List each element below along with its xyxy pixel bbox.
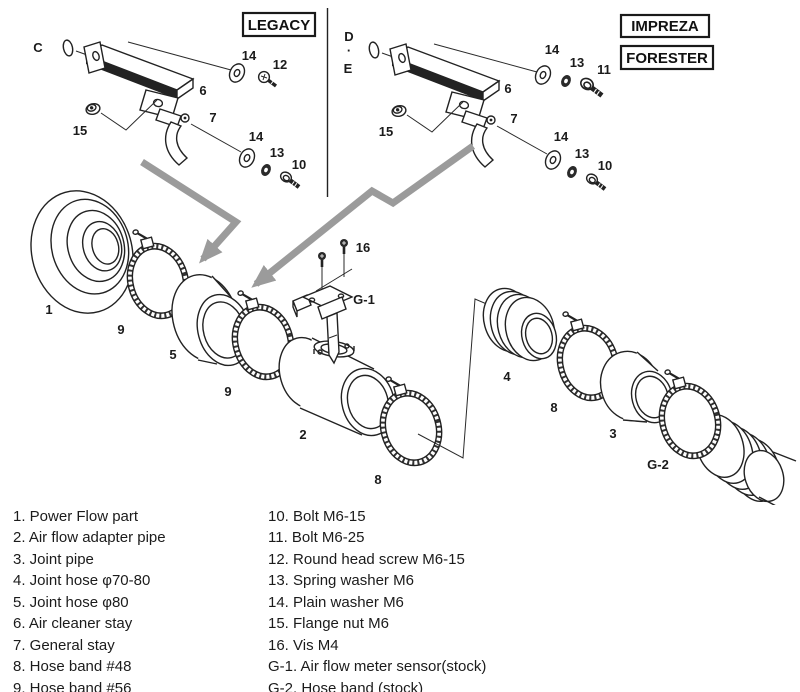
parts-list-item: 10. Bolt M6-15	[268, 508, 366, 525]
part-callout-2: 2	[299, 427, 306, 442]
part-callout-9: 9	[224, 384, 231, 399]
part-callout-14: 14	[249, 129, 264, 144]
parts-list-item: 7. General stay	[13, 636, 115, 654]
vis-screw-16	[316, 250, 328, 269]
part-callout-·: ·	[347, 43, 351, 58]
parts-list-item: 1. Power Flow part	[13, 508, 139, 525]
parts-list-item: 13. Spring washer M6	[268, 572, 414, 590]
parts-list-left-column: 1. Power Flow part 2. Air flow adapter pi…	[13, 506, 166, 692]
spring-washer-13	[559, 73, 573, 89]
parts-list-item: 9. Hose band #56	[13, 679, 132, 692]
part-callout-8: 8	[374, 472, 381, 487]
part-callout-G-1: G-1	[353, 292, 375, 307]
part-callout-15: 15	[379, 124, 393, 139]
part-callout-16: 16	[356, 240, 370, 255]
vis-screw-16	[338, 237, 350, 256]
part-callout-8: 8	[550, 400, 557, 415]
parts-list-item: 5. Joint hose φ80	[13, 593, 129, 611]
callout-layer: C 14 12 6 15 7 14 13 10 D· E 14 13 11 6 15 7 14 13 10 1 9 5 9 2 1…	[33, 29, 669, 487]
parts-list-item: 2. Air flow adapter pipe	[13, 529, 166, 547]
legacy-label: LEGACY	[248, 17, 311, 34]
part-callout-14: 14	[242, 48, 257, 63]
parts-list-item: 12. Round head screw M6-15	[268, 550, 465, 568]
parts-list-item: 11. Bolt M6-25	[268, 529, 365, 547]
air-flow-meter-sensor-g1	[292, 237, 354, 365]
impreza-label: IMPREZA	[631, 18, 699, 35]
part-callout-11: 11	[597, 62, 611, 77]
part-callout-7: 7	[209, 110, 216, 125]
parts-list-item: 6. Air cleaner stay	[13, 615, 133, 633]
part-callout-D: D	[344, 29, 353, 44]
forester-label: FORESTER	[626, 50, 708, 67]
part-callout-6: 6	[199, 83, 206, 98]
part-callout-1: 1	[45, 302, 52, 317]
part-callout-4: 4	[503, 369, 511, 384]
part-callout-9: 9	[117, 322, 124, 337]
part-callout-E: E	[344, 61, 353, 76]
part-callout-10: 10	[292, 157, 306, 172]
legacy-label-box: LEGACY	[241, 11, 317, 38]
part-callout-13: 13	[570, 55, 584, 70]
legacy-install-arrow	[140, 159, 242, 264]
part-callout-6: 6	[504, 81, 511, 96]
bolt-11	[579, 76, 602, 95]
legacy-bracket-assembly	[62, 39, 299, 187]
parts-list-item: G-2. Hose band (stock)	[268, 679, 424, 692]
parts-list-item: 15. Flange nut M6	[268, 615, 389, 633]
joint-hose-4-drawing	[482, 287, 558, 362]
forester-label-box: FORESTER	[619, 44, 715, 71]
part-callout-15: 15	[73, 123, 87, 138]
part-callout-3: 3	[609, 426, 616, 441]
parts-list-item: 3. Joint pipe	[13, 550, 94, 568]
parts-list-item: 14. Plain washer M6	[268, 593, 404, 611]
power-flow-filter-drawing	[30, 190, 134, 314]
exploded-parts-diagram: LEGACY IMPREZA FORESTER	[30, 8, 797, 505]
part-callout-5: 5	[169, 347, 176, 362]
part-callout-7: 7	[510, 111, 517, 126]
part-callout-14: 14	[545, 42, 560, 57]
part-callout-12: 12	[273, 57, 287, 72]
parts-list-item: G-1. Air flow meter sensor(stock)	[268, 658, 487, 676]
impreza-install-arrow	[251, 143, 476, 288]
part-callout-13: 13	[575, 146, 589, 161]
part-callout-C: C	[33, 40, 43, 55]
impreza-label-box: IMPREZA	[619, 13, 711, 39]
part-callout-13: 13	[270, 145, 284, 160]
parts-list-item: 8. Hose band #48	[13, 658, 132, 676]
part-callout-G-2: G-2	[647, 457, 669, 472]
part-callout-10: 10	[598, 158, 612, 173]
parts-list-item: 4. Joint hose φ70-80	[13, 572, 151, 590]
parts-list-right-column: 10. Bolt M6-15 11. Bolt M6-25 12. Round he…	[268, 506, 486, 692]
part-callout-14: 14	[554, 129, 569, 144]
round-head-screw-12	[256, 69, 278, 88]
parts-list-item: 16. Vis M4	[268, 636, 339, 654]
